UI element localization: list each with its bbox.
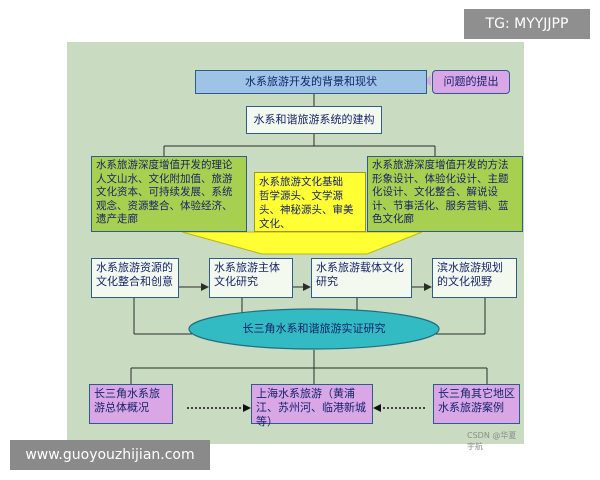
watermark-top: TG: MYYJJPP: [464, 9, 590, 39]
resource-integration-box: 水系旅游资源的文化整合和创意: [91, 258, 179, 298]
yellow-arrow-shape: [181, 231, 423, 255]
overview-box: 长三角水系旅游总体概况: [89, 384, 173, 424]
shanghai-box: 上海水系旅游（黄浦江、苏州河、临港新城等）: [251, 384, 373, 428]
system-box: 水系和谐旅游系统的建构: [246, 106, 382, 134]
credit-text: CSDN @华夏宇航: [467, 431, 517, 451]
problem-callout: 问题的提出: [432, 70, 510, 94]
case-study-ellipse-shape: [188, 308, 440, 350]
carrier-culture-box: 水系旅游载体文化研究: [311, 258, 412, 298]
watermark-bottom: www.guoyouzhijian.com: [10, 440, 210, 470]
theory-box: 水系旅游深度增值开发的理论 人文山水、文化附加值、旅游文化资本、可持续发展、系统…: [91, 156, 247, 232]
case-study-ellipse-label: 长三角水系和谐旅游实证研究: [242, 322, 386, 335]
culture-foundation-box: 水系旅游文化基础 哲学源头、文学源头、神秘源头、审美文化、: [254, 172, 366, 232]
background-box: 水系旅游开发的背景和现状: [195, 70, 427, 94]
waterfront-planning-box: 滨水旅游规划的文化视野: [432, 258, 517, 298]
other-regions-box: 长三角其它地区水系旅游案例: [433, 384, 520, 424]
diagram-panel: 水系旅游开发的背景和现状 问题的提出 水系和谐旅游系统的建构 水系旅游深度增值开…: [67, 42, 524, 451]
subject-culture-box: 水系旅游主体文化研究: [209, 258, 293, 298]
connector-lines: [130, 75, 488, 412]
method-box: 水系旅游深度增值开发的方法 形象设计、体验化设计、主题化设计、文化整合、解说设计…: [367, 156, 523, 232]
